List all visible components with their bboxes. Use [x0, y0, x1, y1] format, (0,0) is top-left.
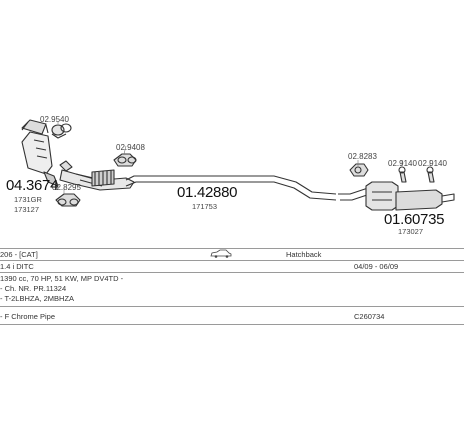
car-icon — [210, 249, 232, 260]
accessory-a3-label: 02.8295 — [52, 183, 81, 192]
leader-lines — [57, 122, 431, 194]
flex-pipe-drawing — [59, 160, 135, 191]
spec-text: 1390 cc, 70 HP, 51 KW, MP DV4TD - — [0, 274, 124, 283]
divider — [0, 306, 464, 307]
middle-pipe-drawing — [125, 175, 337, 201]
spec-row: 1390 cc, 70 HP, 51 KW, MP DV4TD - — [0, 272, 464, 284]
part-rear-ref1: 173027 — [398, 227, 424, 236]
part-cat-ref1: 1731GR — [14, 195, 42, 204]
years-text: 04/09 - 06/09 — [354, 262, 399, 271]
part-rear-number: 01.60735 — [384, 211, 445, 228]
rear-silencer-drawing — [338, 181, 455, 211]
exhaust-drawing — [21, 119, 455, 211]
clamp-a4-drawing — [349, 163, 369, 177]
exhaust-diagram: 02.9540 02.9408 02.8295 02.8283 02.9140 … — [6, 115, 455, 236]
catalytic-converter-drawing — [21, 119, 59, 187]
divider — [0, 248, 464, 249]
engine-row: 1.4 i DITC 04/09 - 06/09 — [0, 260, 464, 272]
accessory-a4-label: 02.8283 — [348, 152, 377, 161]
divider — [0, 324, 464, 325]
clamp-a1-drawing — [51, 123, 72, 139]
model-row: 206 - [CAT] Hatchback — [0, 248, 464, 260]
accessory-a1-label: 02.9540 — [40, 115, 69, 124]
note1-text: - Ch. NR. PR.11324 — [0, 284, 67, 293]
accessory-a2-label: 02.9408 — [116, 143, 145, 152]
divider — [0, 260, 464, 261]
accessory-a5-label: 02.9140 — [388, 159, 417, 168]
part-mid-number: 01.42880 — [177, 184, 238, 201]
note2-text: - T-2LBHZA, 2MBHZA — [0, 294, 75, 303]
body-type-text: Hatchback — [286, 250, 322, 259]
part-cat-number: 04.3674 — [6, 177, 59, 194]
part-mid-ref1: 171753 — [192, 202, 218, 211]
engine-text: 1.4 i DITC — [0, 262, 34, 271]
clamp-a2-drawing — [113, 153, 137, 167]
part-cat-ref2: 173127 — [14, 205, 40, 214]
accessory-a6-label: 02.9140 — [418, 159, 447, 168]
note2-row: - T-2LBHZA, 2MBHZA — [0, 292, 464, 304]
code-text: C260734 — [354, 312, 385, 321]
hangers-drawing — [398, 166, 435, 183]
vehicle-info-table: 206 - [CAT] Hatchback 1.4 i DITC 04/09 -… — [0, 248, 464, 325]
divider — [0, 272, 464, 273]
note1-row: - Ch. NR. PR.11324 — [0, 282, 464, 294]
clamp-a3-drawing — [55, 193, 81, 207]
pipe-text: - F Chrome Pipe — [0, 312, 56, 321]
pipe-row: - F Chrome Pipe C260734 — [0, 310, 464, 322]
model-text: 206 - [CAT] — [0, 250, 38, 259]
